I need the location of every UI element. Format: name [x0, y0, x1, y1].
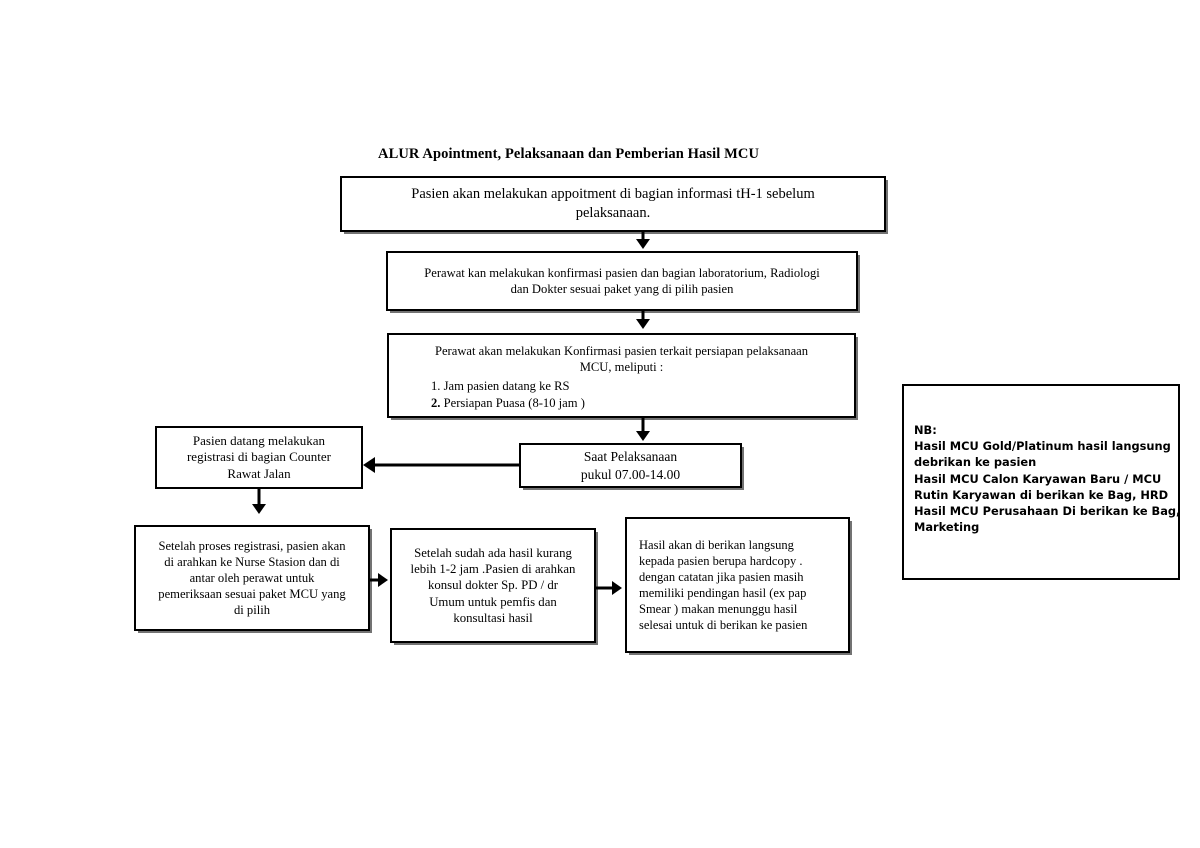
node-persiapan-text: Perawat akan melakukan Konfirmasi pasien… [389, 335, 854, 412]
node-registrasi-line2: registrasi di bagian Counter [186, 449, 332, 465]
arrow-head-right-icon [612, 581, 622, 595]
arrow-stem [596, 586, 614, 590]
node-hasil-line3: dengan catatan jika pasien masih [639, 570, 804, 584]
node-konsultasi-line4: Umum untuk pemfis dan [429, 594, 557, 609]
arrow-stem [370, 578, 380, 582]
nb-line3: Hasil MCU Calon Karyawan Baru / MCU [914, 471, 1162, 486]
node-nurse-station-line1: Setelah proses registrasi, pasien akan [158, 538, 346, 553]
arrow-head-down-icon [636, 239, 650, 249]
nb-line1: Hasil MCU Gold/Platinum hasil langsung [914, 439, 1171, 454]
node-pelaksanaan-line2: pukul 07.00-14.00 [580, 466, 681, 482]
node-hasil-line5: Smear ) makan menunggu hasil [639, 602, 798, 616]
list-item-text: Persiapan Puasa (8-10 jam ) [443, 396, 585, 411]
node-hasil-line4: memiliki pendingan hasil (ex pap [639, 586, 807, 600]
list-item-number: 2. [431, 396, 441, 411]
node-persiapan-line1: Perawat akan melakukan Konfirmasi pasien… [434, 344, 809, 358]
node-registrasi-text: Pasien datang melakukan registrasi di ba… [157, 433, 361, 483]
node-konsultasi-text: Setelah sudah ada hasil kurang lebih 1-2… [392, 545, 594, 627]
node-nurse-station-line2: di arahkan ke Nurse Stasion dan di [164, 554, 340, 569]
node-konsultasi[interactable]: Setelah sudah ada hasil kurang lebih 1-2… [390, 528, 596, 643]
arrow-stem [641, 418, 645, 434]
node-appointment[interactable]: Pasien akan melakukan appoitment di bagi… [340, 176, 886, 232]
node-konfirmasi[interactable]: Perawat kan melakukan konfirmasi pasien … [386, 251, 858, 311]
node-hasil-line1: Hasil akan di berikan langsung [639, 538, 794, 552]
node-persiapan-list-item: 1. Jam pasien datang ke RS [431, 378, 848, 394]
node-registrasi[interactable]: Pasien datang melakukan registrasi di ba… [155, 426, 363, 489]
node-hasil-line2: kepada pasien berupa hardcopy . [639, 554, 803, 568]
node-konfirmasi-line1: Perawat kan melakukan konfirmasi pasien … [424, 265, 820, 280]
arrow-stem [641, 232, 645, 242]
node-nb-note-text: NB: Hasil MCU Gold/Platinum hasil langsu… [904, 386, 1181, 535]
node-registrasi-line1: Pasien datang melakukan [192, 432, 326, 448]
nb-heading: NB: [914, 423, 937, 437]
arrow-stem [257, 489, 261, 507]
node-pelaksanaan-line1: Saat Pelaksanaan [583, 449, 678, 465]
nb-line4: Rutin Karyawan di berikan ke Bag, HRD [914, 487, 1169, 502]
arrow-head-down-icon [252, 504, 266, 514]
nb-line5: Hasil MCU Perusahaan Di berikan ke Bag, [914, 503, 1181, 518]
flowchart-title: ALUR Apointment, Pelaksanaan dan Pemberi… [378, 146, 760, 162]
node-pelaksanaan[interactable]: Saat Pelaksanaan pukul 07.00-14.00 [519, 443, 742, 488]
node-nurse-station[interactable]: Setelah proses registrasi, pasien akan d… [134, 525, 370, 631]
node-hasil-text: Hasil akan di berikan langsung kepada pa… [627, 537, 848, 633]
node-hasil-line6: selesai untuk di berikan ke pasien [639, 618, 808, 632]
arrow-stem [641, 311, 645, 322]
list-item-number: 1. [431, 379, 441, 394]
node-persiapan-list-item: 2. Persiapan Puasa (8-10 jam ) [431, 395, 848, 411]
node-hasil[interactable]: Hasil akan di berikan langsung kepada pa… [625, 517, 850, 653]
node-persiapan[interactable]: Perawat akan melakukan Konfirmasi pasien… [387, 333, 856, 418]
arrow-stem [373, 463, 519, 467]
node-nurse-station-line5: di pilih [233, 603, 271, 618]
node-konfirmasi-line2: dan Dokter sesuai paket yang di pilih pa… [510, 282, 734, 296]
arrow-head-left-icon [363, 457, 375, 473]
node-nb-note[interactable]: NB: Hasil MCU Gold/Platinum hasil langsu… [902, 384, 1180, 580]
arrow-head-down-icon [636, 431, 650, 441]
node-konsultasi-line1: Setelah sudah ada hasil kurang [414, 545, 572, 560]
nb-line2: debrikan ke pasien [914, 455, 1037, 470]
arrow-head-right-icon [378, 573, 388, 587]
node-persiapan-list: 1. Jam pasien datang ke RS 2. Persiapan … [395, 378, 848, 411]
node-persiapan-line2: MCU, meliputi : [579, 360, 664, 375]
node-konfirmasi-text: Perawat kan melakukan konfirmasi pasien … [388, 265, 856, 297]
node-appointment-line2: pelaksanaan. [575, 205, 651, 221]
node-appointment-line1: Pasien akan melakukan appoitment di bagi… [411, 186, 815, 203]
list-item-text: Jam pasien datang ke RS [443, 379, 570, 394]
node-nurse-station-line4: pemeriksaan sesuai paket MCU yang [158, 587, 346, 602]
node-nurse-station-line3: antar oleh perawat untuk [189, 570, 315, 585]
node-pelaksanaan-text: Saat Pelaksanaan pukul 07.00-14.00 [521, 448, 740, 483]
arrow-head-down-icon [636, 319, 650, 329]
node-appointment-text: Pasien akan melakukan appoitment di bagi… [342, 185, 884, 222]
node-registrasi-line3: Rawat Jalan [227, 465, 291, 481]
node-konsultasi-line2: lebih 1-2 jam .Pasien di arahkan [410, 561, 576, 576]
nb-line6: Marketing [914, 520, 980, 535]
node-konsultasi-line3: konsul dokter Sp. PD / dr [427, 578, 559, 593]
node-nurse-station-text: Setelah proses registrasi, pasien akan d… [136, 538, 368, 619]
node-konsultasi-line5: konsultasi hasil [453, 611, 533, 626]
